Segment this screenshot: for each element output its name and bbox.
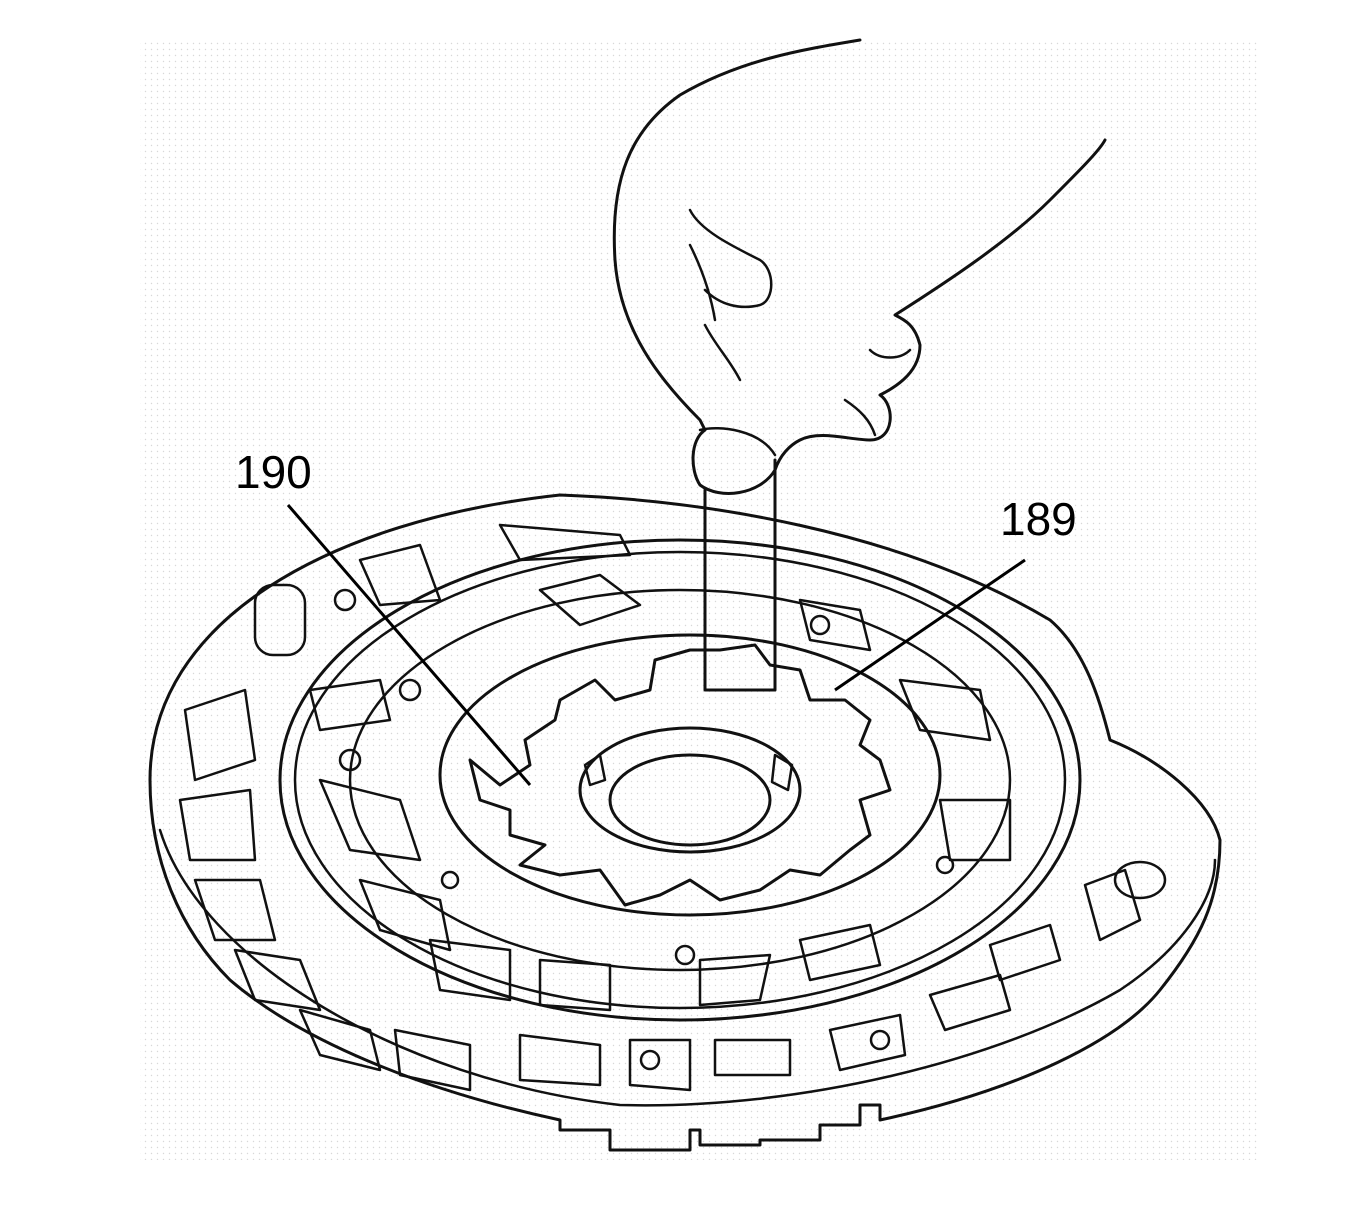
pump-body [148,493,1222,1152]
leader-line-190 [286,504,532,786]
straight-edge-tool [703,458,777,692]
outer-rotor-teeth [468,643,892,907]
callout-label-190: 190 [235,446,312,498]
pocket-ring [348,588,1012,972]
cover-ring-inner [293,550,1067,1010]
hand-knuckles [688,208,912,457]
inner-passages [308,573,1012,1071]
inner-rotor-bore [608,753,772,847]
pump-body-outline [148,493,1222,1152]
gear-pocket [438,633,942,917]
outer-rotor [468,643,892,907]
callout-label-189: 189 [1000,493,1077,545]
inner-rotor-lug-left [583,753,607,787]
hand-outline [612,38,1107,495]
inner-rotor [578,726,802,854]
cover-ring-outer [278,538,1082,1022]
pump-body-rim [158,828,1217,1107]
inner-rotor-lug-right [770,753,794,792]
hand [612,38,1107,495]
straight-edge [703,458,777,692]
leader-line-189 [834,558,1026,692]
outer-passages [178,523,1167,1092]
inner-rotor-rim [578,726,802,854]
